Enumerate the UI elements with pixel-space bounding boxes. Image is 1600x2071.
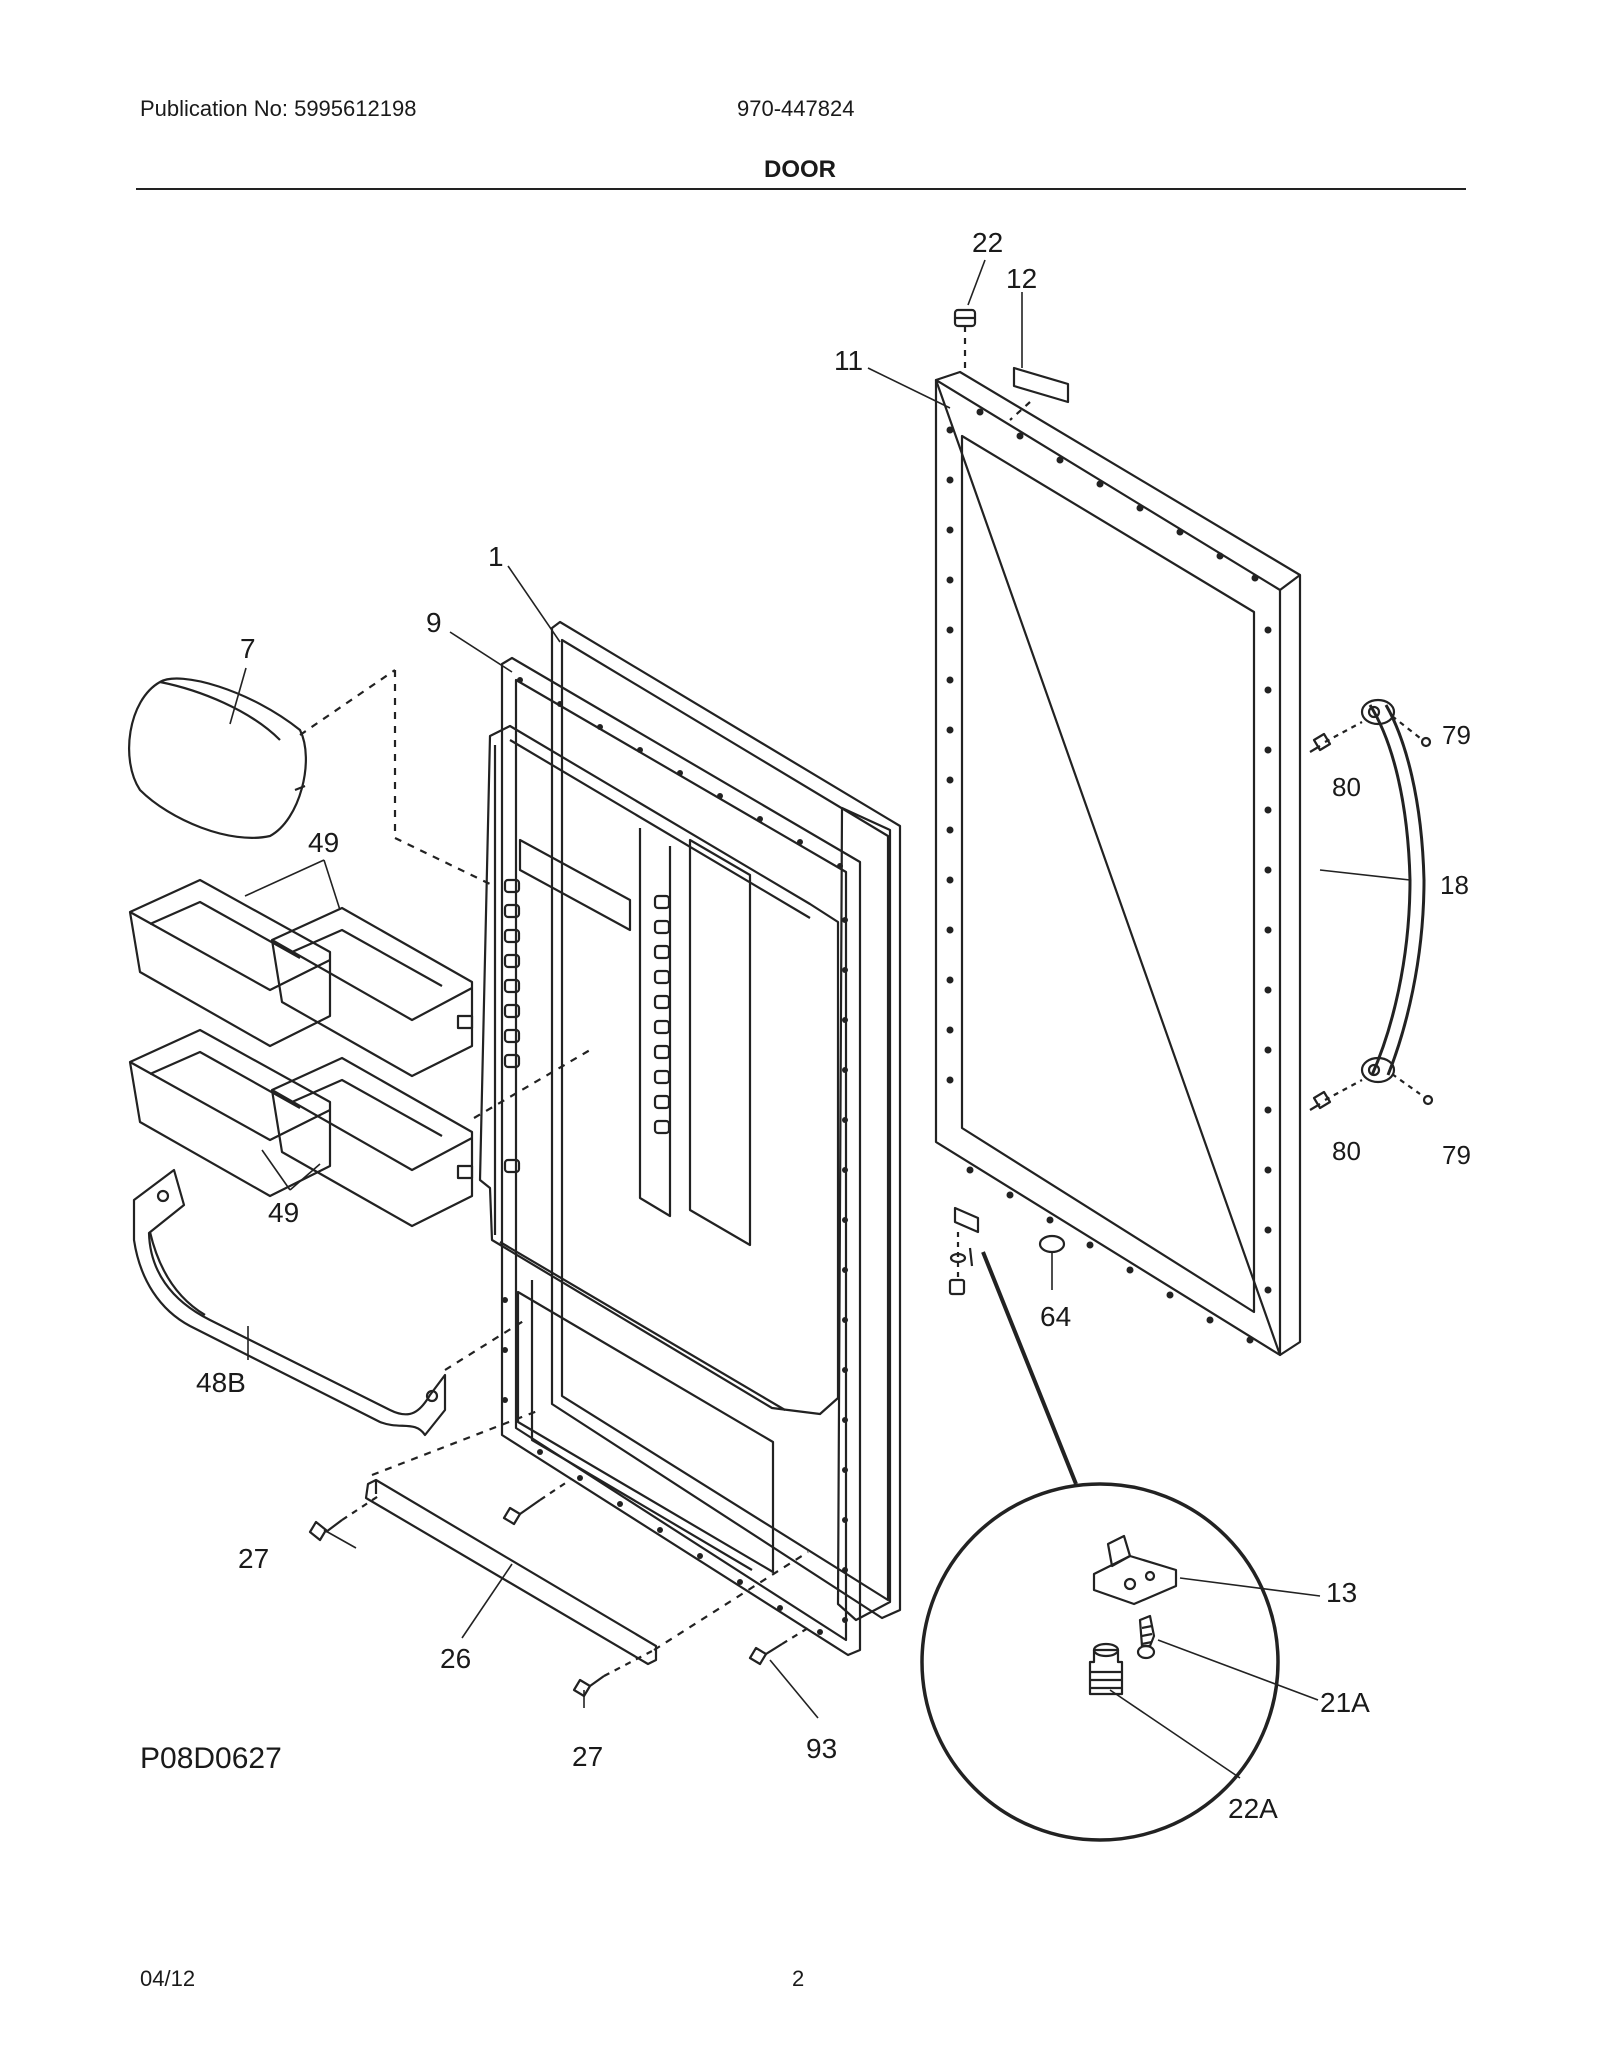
callout-27-bottom: 27 [572, 1741, 603, 1772]
model-number: 970-447824 [737, 96, 855, 121]
publication-number: Publication No: 5995612198 [140, 96, 417, 121]
callout-49-top: 49 [308, 827, 339, 858]
callout-80-top: 80 [1332, 772, 1361, 802]
screw-80-bottom [1309, 1090, 1332, 1111]
screw-27-bottom [572, 1675, 605, 1698]
dairy-door-7 [128, 677, 307, 839]
callout-93: 93 [806, 1733, 837, 1764]
callout-13: 13 [1326, 1577, 1357, 1608]
screw-80-top [1309, 732, 1332, 753]
plug-22 [953, 308, 977, 372]
screw-93 [748, 1643, 783, 1666]
door-shelf-48b [132, 1168, 447, 1437]
callout-18: 18 [1440, 870, 1469, 900]
callout-9: 9 [426, 607, 442, 638]
footer-date: 04/12 [140, 1966, 196, 1991]
callout-27-left: 27 [238, 1543, 269, 1574]
label-12 [1009, 366, 1070, 421]
callout-49-bottom: 49 [268, 1197, 299, 1228]
header-rule [136, 188, 1466, 190]
callout-48b: 48B [196, 1367, 246, 1398]
inner-liner-9 [500, 656, 862, 1657]
callout-64: 64 [1040, 1301, 1071, 1332]
callout-7: 7 [240, 633, 256, 664]
section-title: DOOR [764, 156, 836, 183]
callout-79-bottom: 79 [1442, 1140, 1471, 1170]
door-handle [1324, 698, 1426, 1101]
detail-circle [920, 1251, 1280, 1842]
page-number: 2 [792, 1966, 805, 1991]
diagram-code: P08D0627 [140, 1742, 282, 1775]
callout-11: 11 [834, 345, 863, 376]
callout-80-bottom: 80 [1332, 1136, 1361, 1166]
screw-27-left [308, 1519, 343, 1542]
outer-door-panel [934, 370, 1302, 1357]
door-bin-upper-left [128, 878, 332, 1048]
callout-22: 22 [972, 227, 1003, 258]
door-bin-upper-right [270, 906, 474, 1078]
callout-26: 26 [440, 1643, 471, 1674]
callout-1: 1 [488, 541, 504, 572]
door-bin-lower-left [128, 1028, 332, 1198]
trim-strip-26 [364, 1478, 658, 1666]
callout-21a: 21A [1320, 1687, 1370, 1718]
screw-center [502, 1499, 541, 1526]
leader-lines [229, 259, 1411, 1779]
door-bin-lower-right [270, 1056, 474, 1228]
inner-liner-body [478, 724, 840, 1574]
door-gasket-1 [550, 620, 902, 1622]
callout-79-top: 79 [1442, 720, 1471, 750]
callout-22a: 22A [1228, 1793, 1278, 1824]
callout-12: 12 [1006, 263, 1037, 294]
